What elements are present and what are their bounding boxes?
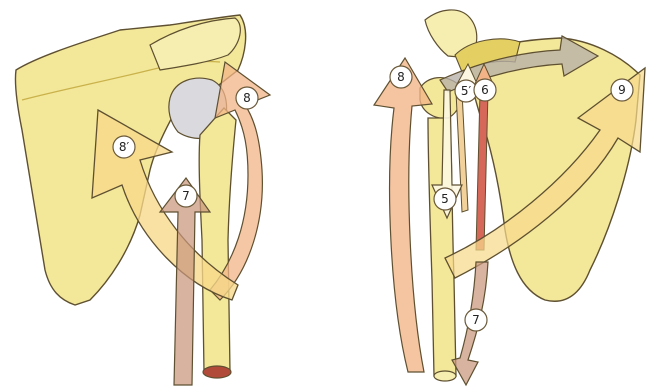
svg-text:8′: 8′ xyxy=(119,140,130,154)
left-humerus-shaft xyxy=(199,108,236,372)
right-label-5: 5 xyxy=(434,188,456,210)
right-panel: 8 5′ 6 9 5 7 xyxy=(374,10,645,385)
svg-text:8: 8 xyxy=(243,91,251,105)
right-humerus-cut xyxy=(434,371,456,381)
left-label-8p: 8′ xyxy=(113,136,135,158)
svg-text:7: 7 xyxy=(182,189,190,203)
right-label-8: 8 xyxy=(390,66,412,88)
svg-text:8: 8 xyxy=(397,70,405,84)
left-label-7: 7 xyxy=(175,185,197,207)
svg-text:5: 5 xyxy=(441,192,449,206)
right-scapula xyxy=(470,38,640,301)
right-label-9: 9 xyxy=(611,79,633,101)
right-band-6 xyxy=(476,92,488,250)
right-label-7: 7 xyxy=(465,309,487,331)
svg-text:9: 9 xyxy=(618,83,626,97)
svg-text:5′: 5′ xyxy=(461,84,472,98)
left-label-8: 8 xyxy=(236,87,258,109)
left-panel: 8 8′ 7 xyxy=(15,15,270,385)
svg-text:6: 6 xyxy=(481,83,489,97)
svg-text:7: 7 xyxy=(472,313,480,327)
right-label-6: 6 xyxy=(474,79,496,101)
left-humerus-cut xyxy=(203,366,231,378)
right-arrow-8 xyxy=(374,58,432,372)
